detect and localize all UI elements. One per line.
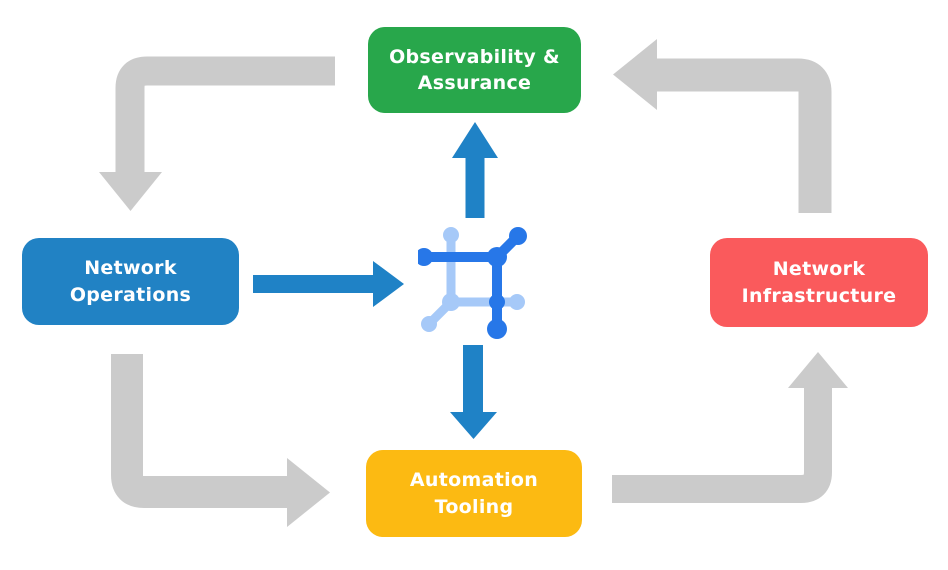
node-label: Network Operations	[69, 257, 192, 306]
arrow-infrastructure-to-observability	[613, 39, 832, 213]
node-automation-tooling: Automation Tooling	[366, 450, 582, 537]
node-label: Network Infrastructure	[741, 258, 897, 307]
network-fabric-icon	[418, 227, 527, 339]
node-observability-assurance: Observability & Assurance	[368, 27, 581, 113]
node-network-infrastructure: Network Infrastructure	[710, 238, 928, 327]
arrow-automation-to-infrastructure	[612, 352, 848, 503]
node-label: Observability & Assurance	[389, 45, 560, 94]
node-label: Automation Tooling	[409, 469, 539, 518]
arrow-center-to-automation	[450, 345, 497, 439]
icon-dark-layer	[418, 227, 527, 339]
arrow-operations-to-center	[253, 261, 404, 307]
arrow-center-to-observability	[452, 122, 498, 218]
icon-light-layer	[421, 227, 525, 332]
arrow-operations-to-automation	[111, 354, 330, 527]
node-network-operations: Network Operations	[22, 238, 239, 325]
arrow-observability-to-operations	[99, 56, 335, 211]
